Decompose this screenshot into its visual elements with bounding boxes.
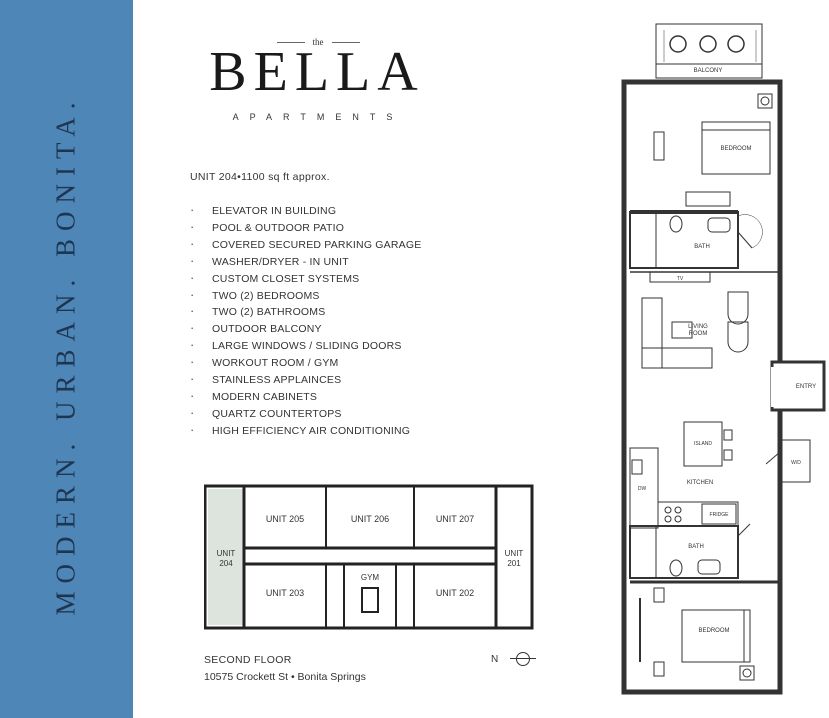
bedroom-2-label: BEDROOM — [698, 628, 729, 634]
kitchen-label: KITCHEN — [687, 480, 713, 486]
unit-205-label: UNIT 205 — [266, 514, 304, 524]
unit-203-label: UNIT 203 — [266, 588, 304, 598]
feature-item: TWO (2) BEDROOMS — [190, 287, 421, 305]
logo-the: the — [200, 37, 436, 47]
logo-name: BELLA — [209, 41, 425, 103]
tagline: MODERN. URBAN. BONITA. — [50, 94, 81, 616]
feature-item: POOL & OUTDOOR PATIO — [190, 219, 421, 237]
logo-subtitle: APARTMENTS — [232, 112, 404, 122]
unit-204-number: 204 — [219, 559, 233, 568]
north-label: N — [491, 653, 499, 665]
address: 10575 Crockett St • Bonita Springs — [204, 671, 366, 683]
unit-info: UNIT 204•1100 sq ft approx. — [190, 171, 330, 183]
features-list: ELEVATOR IN BUILDING POOL & OUTDOOR PATI… — [190, 202, 421, 440]
living-room-label-2: ROOM — [689, 331, 708, 337]
bath-2-label: BATH — [688, 544, 704, 550]
second-floor-plan: UNIT 205 UNIT 206 UNIT 207 UNIT 203 UNIT… — [204, 484, 534, 630]
side-band: MODERN. URBAN. BONITA. — [0, 0, 133, 718]
unit-202-label: UNIT 202 — [436, 588, 474, 598]
feature-item: WASHER/DRYER - IN UNIT — [190, 253, 421, 271]
feature-item: TWO (2) BATHROOMS — [190, 303, 421, 321]
bath-1-label: BATH — [694, 244, 710, 250]
feature-item: HIGH EFFICIENCY AIR CONDITIONING — [190, 422, 421, 440]
unit-201-label: UNIT — [505, 549, 524, 558]
island-label: ISLAND — [694, 441, 712, 447]
fridge-label: FRIDGE — [710, 512, 730, 518]
dw-label: DW — [638, 486, 647, 492]
unit-207-label: UNIT 207 — [436, 514, 474, 524]
unit-201-number: 201 — [507, 559, 521, 568]
balcony-label: BALCONY — [694, 68, 723, 74]
unit-floor-plan: BALCONY BEDROOM BATH TV LIVING ROOM ENTR… — [621, 23, 826, 695]
feature-item: OUTDOOR BALCONY — [190, 320, 421, 338]
feature-item: STAINLESS APPLAINCES — [190, 371, 421, 389]
feature-item: COVERED SECURED PARKING GARAGE — [190, 236, 421, 254]
feature-item: WORKOUT ROOM / GYM — [190, 354, 421, 372]
unit-204-label: UNIT — [217, 549, 236, 558]
bedroom-1-label: BEDROOM — [720, 146, 751, 152]
compass-icon — [510, 652, 537, 666]
tv-label: TV — [677, 276, 684, 282]
feature-item: QUARTZ COUNTERTOPS — [190, 405, 421, 423]
floor-label: SECOND FLOOR — [204, 654, 292, 666]
unit-206-label: UNIT 206 — [351, 514, 389, 524]
living-room-label-1: LIVING — [688, 324, 708, 330]
entry-label: ENTRY — [796, 384, 816, 390]
wd-label: W/D — [791, 460, 801, 466]
feature-item: MODERN CABINETS — [190, 388, 421, 406]
feature-item: CUSTOM CLOSET SYSTEMS — [190, 270, 421, 288]
feature-item: LARGE WINDOWS / SLIDING DOORS — [190, 337, 421, 355]
feature-item: ELEVATOR IN BUILDING — [190, 202, 421, 220]
north-arrow: N — [491, 652, 537, 666]
gym-label: GYM — [361, 573, 380, 582]
